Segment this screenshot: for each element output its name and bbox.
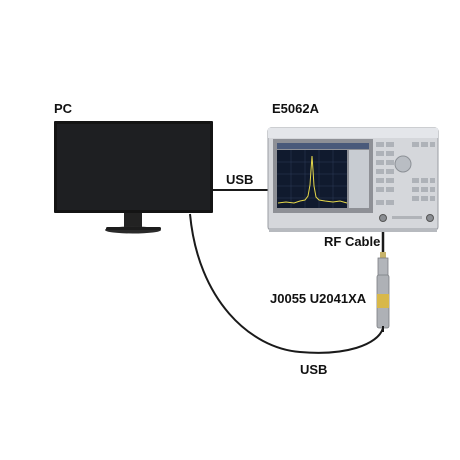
rotary-knob xyxy=(394,155,412,173)
usb-cable-bottom xyxy=(189,213,384,354)
rf-cable-label: RF Cable xyxy=(324,234,381,249)
analyzer-trace xyxy=(277,155,348,204)
rf-port-1 xyxy=(379,214,387,222)
sensor-label: J0055 U2041XA xyxy=(270,291,367,306)
network-analyzer-icon xyxy=(267,127,439,232)
power-sensor-icon xyxy=(376,252,390,332)
analyzer-label: E5062A xyxy=(272,101,319,116)
rf-port-2 xyxy=(426,214,434,222)
monitor-icon xyxy=(54,121,213,234)
usb-label-top: USB xyxy=(226,172,254,187)
pc-label: PC xyxy=(54,101,73,116)
usb-label-bottom: USB xyxy=(300,362,328,377)
